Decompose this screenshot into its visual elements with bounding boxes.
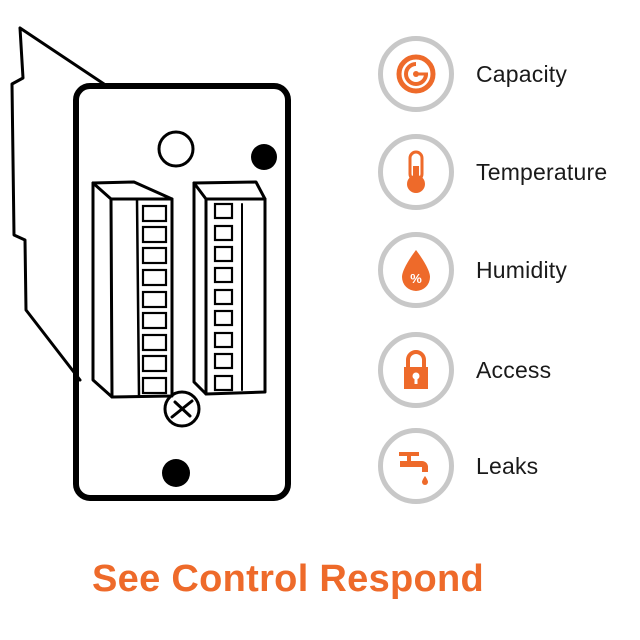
mounting-bracket: [10, 26, 106, 382]
icon-ring: [378, 36, 454, 112]
feature-capacity: Capacity: [378, 32, 567, 116]
icon-ring: %: [378, 232, 454, 308]
left-terminal-slots: [141, 204, 168, 395]
terminal-block-right: [192, 180, 267, 396]
thermometer-icon: [407, 150, 425, 193]
faceplate: [73, 83, 291, 501]
sensor-module-illustration: [10, 26, 291, 501]
faucet-leak-icon: [399, 452, 428, 485]
top-hole: [157, 130, 195, 168]
feature-label: Access: [476, 356, 552, 383]
tagline: See Control Respond: [92, 558, 485, 600]
padlock-icon: [404, 350, 428, 389]
feature-temperature: Temperature: [378, 130, 607, 214]
icon-ring: [378, 428, 454, 504]
screw: [163, 390, 201, 428]
feature-label: Humidity: [476, 256, 568, 283]
feature-label: Leaks: [476, 452, 539, 479]
svg-text:%: %: [410, 271, 422, 286]
feature-leaks: Leaks: [378, 424, 538, 508]
feature-label: Temperature: [476, 158, 608, 185]
mounting-hole-bottom: [162, 459, 190, 487]
icon-ring: [378, 134, 454, 210]
feature-label: Capacity: [476, 60, 568, 87]
feature-access: Access: [378, 328, 551, 412]
mounting-hole-top-right: [251, 144, 277, 170]
right-terminal-slots: [213, 202, 234, 392]
gauge-icon: [396, 54, 436, 94]
humidity-drop-icon: %: [402, 250, 430, 291]
feature-humidity: % Humidity: [378, 228, 567, 312]
terminal-block-left: [91, 180, 174, 399]
icon-ring: [378, 332, 454, 408]
